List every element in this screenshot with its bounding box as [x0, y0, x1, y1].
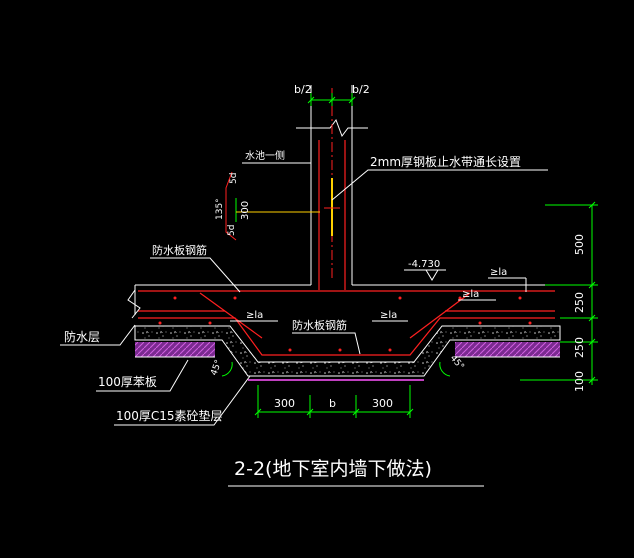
label-cushion: 100厚C15素砼垫层	[116, 408, 223, 423]
label-la-3: ≥la	[380, 310, 397, 321]
leader-waterproof-rebar-1	[150, 257, 241, 293]
label-waterproof-layer: 防水层	[64, 329, 100, 344]
angle-arc-right	[439, 361, 451, 377]
bottom-dimension	[254, 385, 414, 418]
concrete-cushion	[134, 325, 561, 377]
dim-bottom-300-right: 300	[372, 397, 393, 410]
label-la-2: ≥la	[246, 310, 263, 321]
wall-rebar	[318, 140, 346, 290]
top-dimension	[307, 93, 356, 106]
label-la-4: ≥la	[462, 289, 479, 300]
dim-right-250a: 250	[573, 292, 586, 313]
elevation-marker	[404, 269, 446, 281]
drawing-title: 2-2(地下室内墙下做法)	[234, 458, 432, 480]
label-waterproof-rebar-2: 防水板钢筋	[292, 318, 347, 332]
wall	[296, 85, 368, 285]
hook-detail	[225, 171, 320, 241]
label-waterproof-rebar-1: 防水板钢筋	[152, 243, 207, 257]
label-elevation: -4.730	[408, 259, 440, 270]
label-5d-top: 5d	[229, 173, 239, 184]
leader-brick	[96, 359, 189, 392]
leader-steel-plate	[331, 169, 548, 201]
label-steel-plate: 2mm厚钢板止水带通长设置	[370, 155, 521, 169]
insulation-board	[135, 342, 560, 381]
dim-top-left: b/2	[294, 83, 312, 96]
right-dimension	[520, 201, 598, 385]
label-pool-side: 水池一侧	[245, 149, 285, 162]
label-brick: 100厚苯板	[98, 375, 157, 389]
rebar-dots	[158, 296, 532, 352]
dim-bottom-300-left: 300	[274, 397, 295, 410]
break-line-left	[127, 289, 141, 319]
label-45-left: 45°	[209, 359, 224, 377]
dim-right-100: 100	[573, 371, 586, 392]
dim-top-right: b/2	[352, 83, 370, 96]
label-300-vert: 300	[240, 201, 251, 220]
dim-right-500: 500	[573, 234, 586, 255]
label-5d-bottom: 5d	[227, 225, 237, 236]
dim-right-250b: 250	[573, 337, 586, 358]
dim-bottom-b: b	[329, 397, 336, 410]
label-135: 135°	[215, 198, 225, 220]
label-la-1: ≥la	[490, 267, 507, 278]
leader-waterproof-rebar-2	[292, 332, 361, 355]
leader-cushion	[114, 375, 251, 426]
la-markers	[230, 277, 527, 322]
leader-waterproof-layer	[60, 324, 136, 346]
angle-arc-left	[221, 361, 233, 377]
water-stop-plate	[324, 178, 340, 236]
